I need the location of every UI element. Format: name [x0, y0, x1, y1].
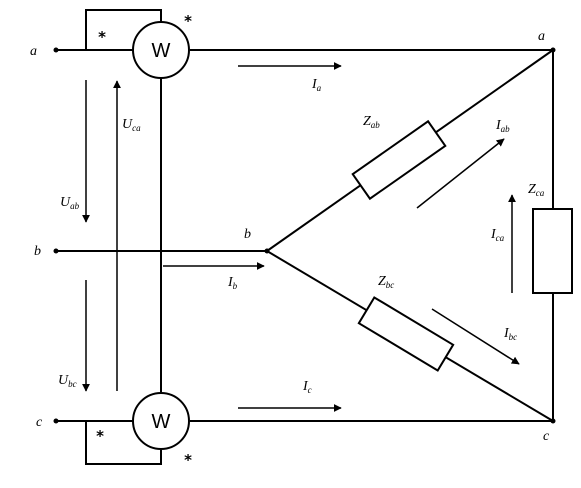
delta-load	[266, 47, 573, 424]
label-ib: Ib	[227, 275, 238, 291]
wattmeter-bottom: W	[132, 392, 190, 450]
current-arrow-iab	[416, 138, 505, 209]
wattmeter-top-label: W	[152, 40, 171, 62]
label-uca: Uca	[122, 117, 141, 133]
current-arrow-ibc	[431, 308, 520, 365]
label-c-left: c	[36, 415, 43, 430]
label-uab: Uab	[60, 195, 80, 211]
wattmeter-top-circle	[132, 21, 190, 79]
label-b-left: b	[34, 244, 41, 259]
label-a-left: a	[30, 44, 37, 59]
wattmeter-bottom-label: W	[152, 411, 171, 433]
label-b-center: b	[244, 227, 251, 242]
top-wattmeter-loop	[85, 9, 162, 50]
label-c-right: c	[543, 429, 550, 444]
node-a-dot	[550, 47, 556, 53]
polarity-marker-bottom-voltage: *	[184, 451, 192, 469]
label-zab: Zab	[363, 114, 380, 130]
impedance-bc	[357, 296, 455, 372]
polarity-marker-top-current: *	[98, 28, 106, 46]
label-ica: Ica	[490, 227, 505, 243]
line-a	[53, 47, 553, 53]
wattmeter-bottom-circle	[132, 392, 190, 450]
line-c	[53, 418, 553, 424]
label-ia: Ia	[311, 77, 322, 93]
impedance-ca	[532, 208, 573, 294]
label-iab: Iab	[495, 118, 510, 134]
polarity-marker-top-voltage: *	[184, 12, 192, 30]
bottom-wattmeter-loop	[85, 421, 162, 465]
wattmeter-top: W	[132, 21, 190, 79]
label-ubc: Ubc	[58, 373, 77, 389]
label-ibc: Ibc	[503, 326, 517, 342]
label-zca: Zca	[528, 182, 545, 198]
label-a-right: a	[538, 29, 545, 44]
node-c-dot	[550, 418, 556, 424]
polarity-marker-bottom-current: *	[96, 427, 104, 445]
label-zbc: Zbc	[378, 274, 394, 290]
impedance-ab	[351, 119, 447, 201]
label-ic: Ic	[302, 379, 312, 395]
